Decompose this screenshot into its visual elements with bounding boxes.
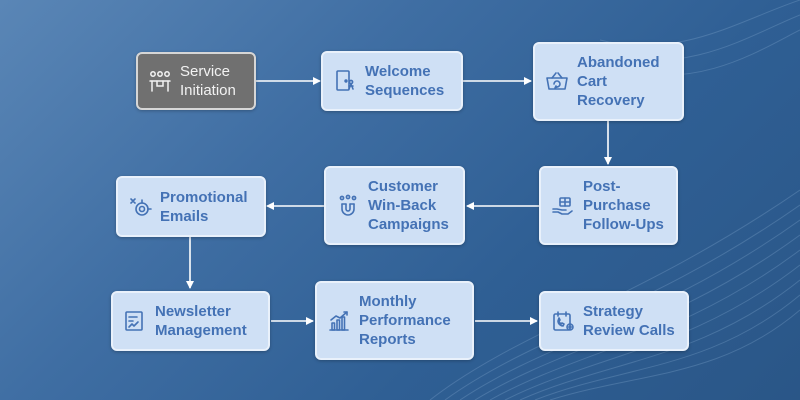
node-label: Customer Win-Back Campaigns	[368, 178, 449, 233]
node-label: Promotional Emails	[160, 188, 248, 225]
target-cog-icon	[128, 195, 152, 219]
node-customer-win-back-campaigns: Customer Win-Back Campaigns	[324, 166, 465, 245]
calendar-phone-icon	[551, 309, 575, 333]
node-abandoned-cart-recovery: Abandoned Cart Recovery	[533, 42, 684, 121]
gift-hand-icon	[551, 194, 575, 218]
node-label: Welcome Sequences	[365, 63, 445, 99]
node-monthly-performance-reports: Monthly Performance Reports	[315, 281, 474, 360]
node-service-initiation: Service Initiation	[136, 52, 256, 110]
node-label: Service Initiation	[180, 63, 236, 99]
node-label: Post- Purchase Follow-Ups	[583, 178, 664, 233]
handshake-people-icon	[148, 69, 172, 93]
node-label: Monthly Performance Reports	[359, 293, 451, 348]
node-strategy-review-calls: Strategy Review Calls	[539, 291, 689, 351]
document-chart-icon	[123, 309, 147, 333]
node-promotional-emails: Promotional Emails	[116, 176, 266, 237]
node-label: Newsletter Management	[155, 303, 247, 339]
magnet-people-icon	[336, 194, 360, 218]
node-post-purchase-follow-ups: Post- Purchase Follow-Ups	[539, 166, 678, 245]
node-newsletter-management: Newsletter Management	[111, 291, 270, 351]
node-label: Strategy Review Calls	[583, 303, 675, 339]
node-welcome-sequences: Welcome Sequences	[321, 51, 463, 111]
basket-refresh-icon	[545, 70, 569, 94]
door-welcome-icon	[333, 69, 357, 93]
node-label: Abandoned Cart Recovery	[577, 54, 660, 109]
bar-chart-icon	[327, 309, 351, 333]
